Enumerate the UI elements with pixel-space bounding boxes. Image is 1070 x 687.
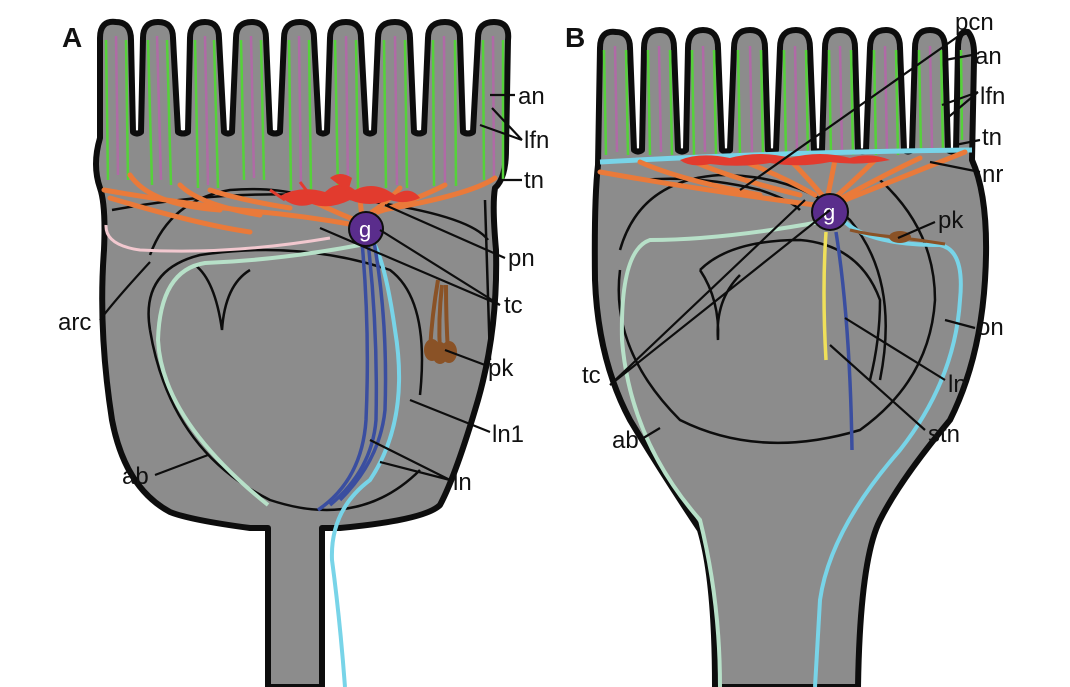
panel-b-nerve-ring [599, 147, 973, 165]
panel-a-tentacular-nerves [101, 172, 498, 235]
panel-b-label-ab: ab [612, 427, 639, 454]
panel-a-ab-nerve [155, 243, 361, 507]
panel-b-label-stn: stn [928, 421, 960, 448]
panel-a-ganglion [348, 211, 384, 247]
panel-b-label-nr: nr [982, 161, 1003, 188]
panel-a-pk-organ [424, 279, 457, 364]
panel-a-label-tc: tc [504, 292, 523, 319]
panel-b-label-an: an [975, 43, 1002, 70]
panel-b: B [565, 9, 1005, 687]
panel-a-label-arc: arc [58, 309, 91, 336]
panel-a-light-blue-nerve [329, 238, 402, 687]
panel-a: A [58, 18, 549, 687]
panel-b-label-tc: tc [582, 362, 601, 389]
panel-b-leader-lines [609, 34, 981, 441]
panel-b-ab-nerve [619, 220, 821, 687]
panel-b-label-pk: pk [938, 207, 964, 234]
panel-b-letter: B [565, 22, 585, 53]
panel-a-red-plexus [269, 174, 420, 207]
panel-b-body [591, 27, 990, 687]
panel-a-label-lfn: lfn [524, 127, 549, 154]
panel-b-stn-nerve [822, 231, 828, 361]
panel-a-label-pk: pk [488, 355, 514, 382]
panel-a-label-tn: tn [524, 167, 544, 194]
panel-b-label-on: on [977, 314, 1004, 341]
panel-a-label-ab: ab [122, 463, 149, 490]
panel-b-optic-nerve [813, 220, 963, 687]
panel-b-ganglion [811, 193, 849, 231]
panel-a-tentacle-nerves [104, 35, 505, 191]
panel-a-leader-lines [99, 93, 523, 482]
panel-a-label-pn: pn [508, 245, 535, 272]
panel-b-red-plexus [680, 154, 890, 166]
panel-a-label-an: an [518, 83, 545, 110]
panel-a-ln-nerves [317, 241, 388, 512]
panel-a-letter: A [62, 22, 82, 53]
panel-a-body [93, 18, 512, 687]
panel-b-ln-nerve [834, 231, 854, 451]
panel-b-label-lfn: lfn [980, 83, 1005, 110]
panel-a-pink-nerve [104, 224, 331, 253]
panel-b-label-tn: tn [982, 124, 1002, 151]
panel-a-label-ln: ln [453, 469, 472, 496]
panel-a-label-ln1: ln1 [492, 421, 524, 448]
panel-b-label-ln: ln [948, 371, 967, 398]
panel-b-tentacle-nerves [602, 45, 964, 156]
panel-a-g-label: g [359, 217, 371, 242]
panel-b-g-label: g [823, 200, 835, 225]
panel-b-label-pcn: pcn [955, 9, 994, 36]
